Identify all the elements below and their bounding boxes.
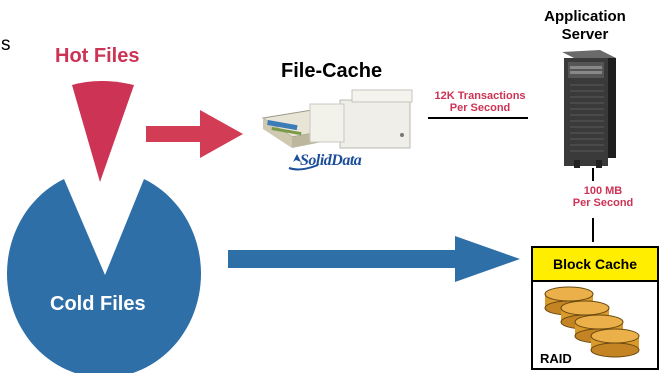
transactions-label-line1: 12K Transactions — [434, 90, 526, 102]
bandwidth-label-line2: Per Second — [572, 197, 634, 209]
cold-files-arrow — [228, 236, 520, 282]
application-server-title: Application Server — [544, 8, 626, 43]
raid-disk-stack — [544, 286, 640, 358]
block-cache-label: Block Cache — [533, 248, 657, 282]
hot-files-label: Hot Files — [55, 45, 140, 67]
cold-files-pie — [7, 179, 201, 373]
hot-files-wedge — [72, 81, 134, 182]
application-server-image — [562, 50, 616, 168]
transactions-label-line2: Per Second — [449, 102, 511, 114]
stray-text: s — [1, 34, 11, 55]
cold-files-label: Cold Files — [50, 293, 146, 315]
file-cache-title: File-Cache — [281, 60, 383, 82]
bandwidth-label-line1: 100 MB — [583, 185, 623, 197]
solid-data-logo-text: SolidData — [300, 152, 362, 169]
raid-label: RAID — [540, 351, 572, 366]
solid-data-logo-icon — [293, 154, 301, 162]
raid-disk-4 — [590, 328, 640, 358]
file-cache-device-image — [261, 89, 413, 149]
hot-files-arrow — [146, 110, 243, 158]
